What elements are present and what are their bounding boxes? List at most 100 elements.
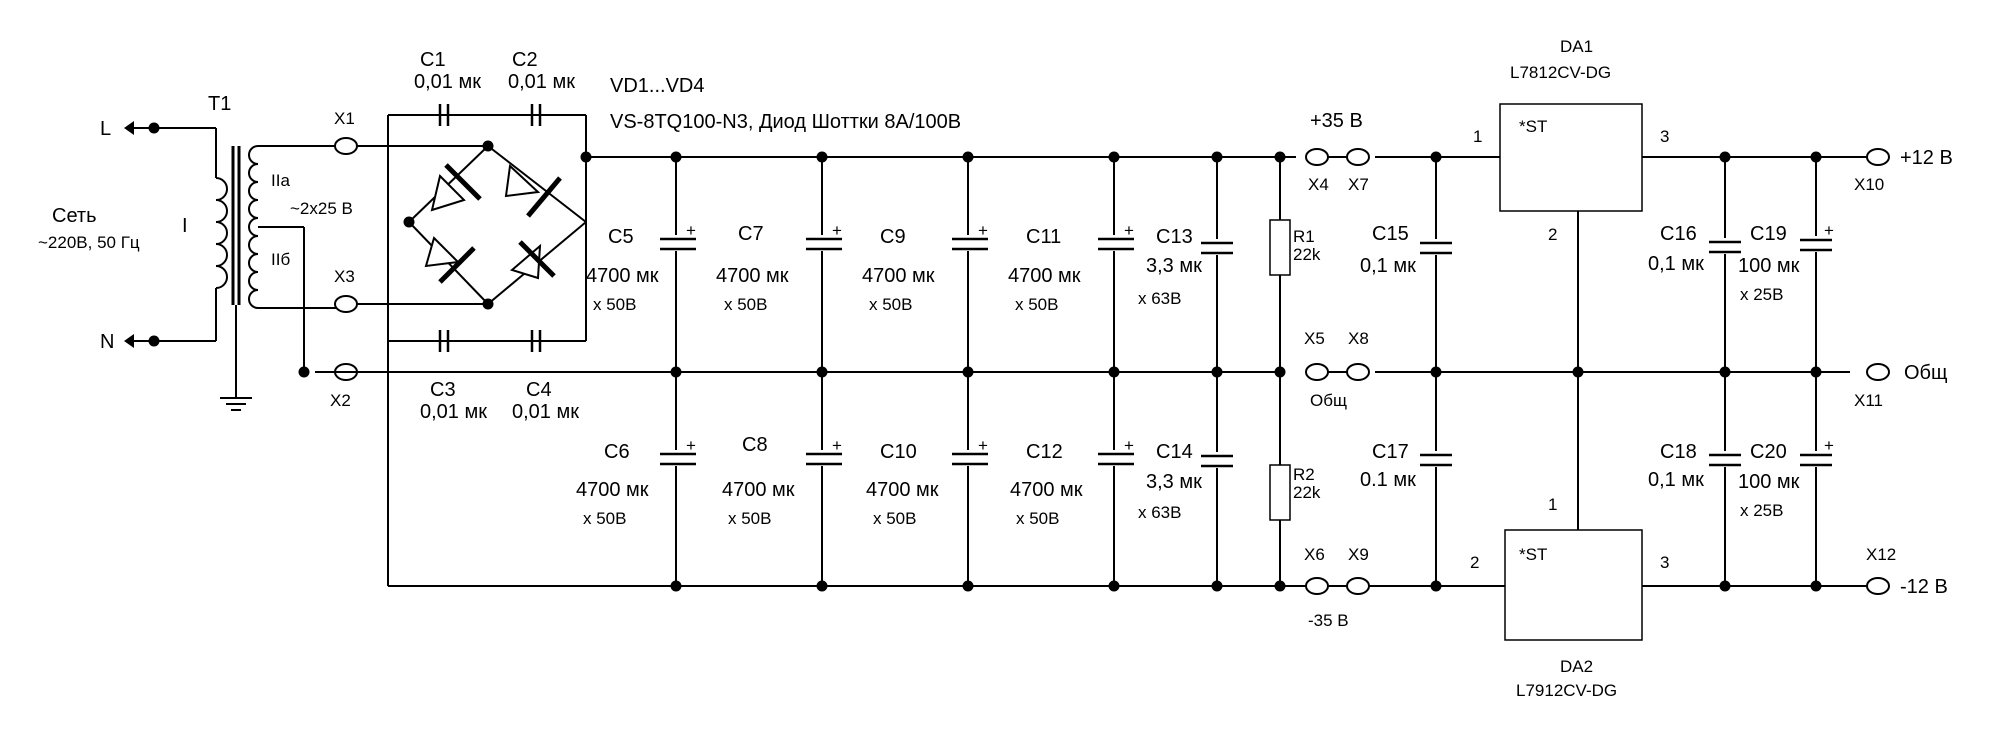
svg-text:DA2: DA2 [1560,657,1593,676]
svg-text:C9: C9 [880,226,906,248]
svg-text:C7: C7 [738,223,764,245]
bridge-part: VS-8TQ100-N3, Диод Шоттки 8А/100В [610,111,961,133]
svg-text:0,01 мк: 0,01 мк [420,401,487,423]
snubber-c4: C4 0,01 мк [512,330,579,423]
svg-text:x 50В: x 50В [869,295,912,314]
svg-text:x 50В: x 50В [593,295,636,314]
svg-text:*ST: *ST [1519,117,1547,136]
svg-text:0,1 мк: 0,1 мк [1360,255,1416,277]
svg-text:3,3 мк: 3,3 мк [1146,255,1202,277]
terminal-x4: X4 [1305,148,1329,194]
cap-c9: + C9 4700 мк x 50В [862,221,988,314]
svg-text:C13: C13 [1156,226,1193,248]
svg-text:4700 мк: 4700 мк [1008,265,1081,287]
cap-c13: C13 3,3 мк x 63В [1138,226,1233,308]
cap-c19: + C19 100 мк x 25В [1738,221,1834,304]
svg-text:x 25В: x 25В [1740,285,1783,304]
terminal-x8: X8 [1346,329,1370,381]
mains-n-label: N [100,331,114,353]
svg-text:0,1 мк: 0,1 мк [1648,469,1704,491]
svg-text:x 63В: x 63В [1138,289,1181,308]
svg-text:0,01 мк: 0,01 мк [414,71,481,93]
svg-text:L7812CV-DG: L7812CV-DG [1510,63,1611,82]
svg-text:22k: 22k [1293,245,1321,264]
terminal-x1: X1 [334,109,358,155]
primary-label: I [182,215,188,237]
svg-text:x 63В: x 63В [1138,503,1181,522]
svg-text:22k: 22k [1293,483,1321,502]
regulator-da2: *ST 2 3 1 DA2 L7912CV-DG [1470,495,1868,700]
svg-text:X9: X9 [1348,545,1369,564]
svg-text:C1: C1 [420,49,446,71]
svg-text:X12: X12 [1866,545,1896,564]
svg-text:R1: R1 [1293,227,1315,246]
svg-text:4700 мк: 4700 мк [866,479,939,501]
svg-text:C5: C5 [608,226,634,248]
svg-text:+: + [978,221,988,240]
terminal-x5: X5 [1304,329,1329,381]
svg-text:X8: X8 [1348,329,1369,348]
resistor-r2: R2 22k [1269,464,1321,521]
svg-text:+: + [1124,436,1134,455]
rail-common: Общ [1310,391,1347,410]
svg-text:3: 3 [1660,127,1669,146]
bridge-ref: VD1...VD4 [610,75,704,97]
svg-text:*ST: *ST [1519,545,1547,564]
svg-text:X3: X3 [334,267,355,286]
svg-text:C4: C4 [526,379,552,401]
mains-label: Сеть [52,205,96,227]
cap-c12: + C12 4700 мк x 50В [1010,436,1134,528]
svg-text:+: + [832,436,842,455]
cap-c16: C16 0,1 мк [1648,223,1741,275]
terminal-x7: X7 [1346,148,1370,194]
svg-text:DA1: DA1 [1560,37,1593,56]
svg-text:100 мк: 100 мк [1738,255,1800,277]
svg-text:+: + [1824,436,1834,455]
svg-text:X6: X6 [1304,545,1325,564]
svg-text:x 50В: x 50В [728,509,771,528]
mains-l-label: L [100,118,111,140]
svg-text:+: + [686,221,696,240]
svg-text:4700 мк: 4700 мк [862,265,935,287]
svg-text:0,1 мк: 0,1 мк [1648,253,1704,275]
cap-c14: C14 3,3 мк x 63В [1138,441,1233,522]
sec-voltage: ~2x25 В [290,199,353,218]
svg-text:4700 мк: 4700 мк [1010,479,1083,501]
svg-text:X5: X5 [1304,329,1325,348]
cap-c20: + C20 100 мк x 25В [1738,436,1834,520]
output-neg12: -12 В [1900,576,1948,598]
svg-text:+: + [832,221,842,240]
diode-vd2-icon [504,163,541,198]
svg-text:0.1 мк: 0.1 мк [1360,469,1416,491]
svg-text:X7: X7 [1348,175,1369,194]
resistor-r1: R1 22k [1269,219,1321,276]
terminal-x3: X3 [334,267,358,313]
svg-text:C16: C16 [1660,223,1697,245]
terminal-x10: X10 [1854,148,1890,194]
svg-text:X4: X4 [1308,175,1329,194]
terminal-x9: X9 [1346,545,1370,595]
snubber-c3: C3 0,01 мк [420,330,487,423]
mains-spec: ~220В, 50 Гц [38,233,140,252]
cap-c8: + C8 4700 мк x 50В [722,434,842,528]
svg-text:4700 мк: 4700 мк [576,479,649,501]
svg-text:X10: X10 [1854,175,1884,194]
cap-c15: C15 0,1 мк [1360,223,1452,277]
cap-c11: + C11 4700 мк x 50В [1008,221,1134,314]
svg-text:C15: C15 [1372,223,1409,245]
svg-text:+: + [686,436,696,455]
svg-text:x 50В: x 50В [873,509,916,528]
terminal-x6: X6 [1304,545,1329,595]
svg-text:X11: X11 [1854,391,1883,410]
svg-text:1: 1 [1473,127,1482,146]
svg-text:0,01 мк: 0,01 мк [512,401,579,423]
sec-a-label: IIa [271,171,290,190]
cap-c10: + C10 4700 мк x 50В [866,436,988,528]
svg-text:X1: X1 [334,109,355,128]
cap-c7: + C7 4700 мк x 50В [716,221,842,314]
svg-text:2: 2 [1548,225,1557,244]
svg-text:0,01 мк: 0,01 мк [508,71,575,93]
snubber-c1: C1 0,01 мк [414,49,481,126]
svg-text:100 мк: 100 мк [1738,471,1800,493]
